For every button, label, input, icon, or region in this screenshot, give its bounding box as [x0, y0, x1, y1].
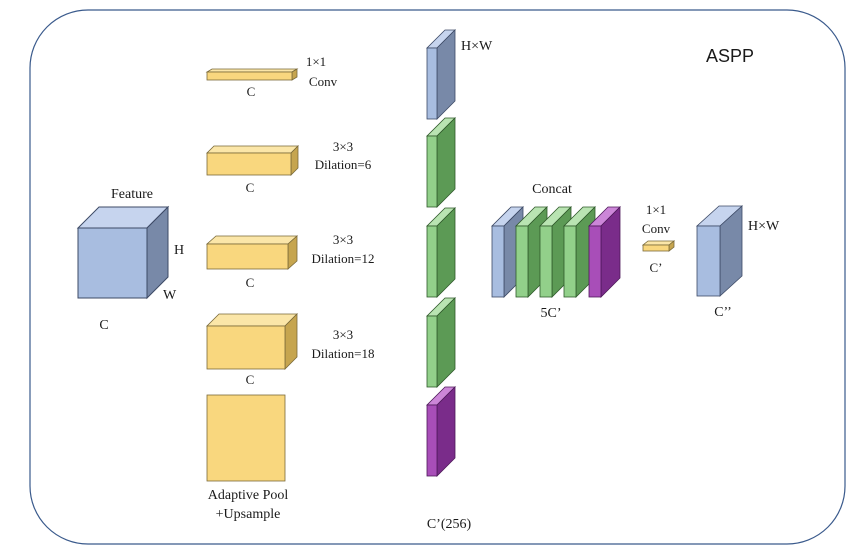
concat-stack	[491, 206, 621, 298]
branch-2-channel-label: C	[246, 180, 255, 195]
branch-dilation-12-block	[205, 235, 299, 270]
result-front	[696, 225, 721, 297]
concat-label: Concat	[532, 182, 572, 197]
feature-label: Feature	[111, 187, 153, 202]
result-channel-label: C’’	[714, 305, 732, 320]
projection-op-sub-label: Conv	[642, 221, 671, 236]
feature-height-label: H	[174, 243, 184, 258]
output-slab-green-3	[426, 297, 456, 388]
branch-adaptive-pool-block	[206, 394, 286, 482]
out-3-front	[426, 225, 438, 298]
branch-3-front	[206, 243, 289, 270]
cc-4-front	[563, 225, 577, 298]
branch-2-op-sub-label: Dilation=6	[315, 157, 372, 172]
branch-4-op-label: 3×3	[333, 327, 353, 342]
branch-dilation-6-block	[206, 145, 299, 176]
result-cube	[695, 205, 744, 297]
output-channel-label: C’(256)	[427, 517, 472, 532]
branch-4-top	[206, 313, 298, 327]
branch-dilation-18-block	[206, 313, 298, 370]
branch-1-op-label: 1×1	[306, 54, 326, 69]
cc-3-front	[539, 225, 553, 298]
branch-3-channel-label: C	[246, 275, 255, 290]
projection-channel-label: C’	[650, 260, 663, 275]
output-slab-blue	[426, 29, 456, 120]
branch-4-channel-label: C	[246, 372, 255, 387]
feature-width-label: W	[163, 288, 177, 303]
branch-5-op-line2: +Upsample	[216, 507, 281, 522]
branch-1-front	[206, 71, 293, 81]
output-slab-green-2	[426, 207, 456, 298]
feature-cube-front	[77, 227, 148, 299]
out-5-front	[426, 404, 438, 477]
branch-4-op-sub-label: Dilation=18	[312, 346, 375, 361]
branch-3-op-label: 3×3	[333, 232, 353, 247]
branch-1-top	[205, 68, 299, 73]
concat-channel-label: 5C’	[541, 306, 562, 321]
projection-1x1-block	[641, 240, 676, 252]
output-slab-green-1	[426, 117, 456, 208]
out-1-front	[426, 47, 438, 120]
branch-2-top	[206, 145, 299, 154]
out-2-front	[426, 135, 438, 208]
branch-1x1-conv-block	[205, 68, 299, 81]
branch-4-front	[206, 325, 286, 370]
branch-1-channel-label: C	[247, 84, 256, 99]
aspp-frame	[29, 9, 846, 545]
branch-5-op-line1: Adaptive Pool	[208, 488, 289, 503]
branch-1-op-sub-label: Conv	[309, 74, 338, 89]
diagram-title: ASPP	[706, 46, 754, 66]
branch-2-op-label: 3×3	[333, 139, 353, 154]
output-size-label: H×W	[461, 39, 493, 54]
output-slab-purple	[426, 386, 456, 477]
projection-op-label: 1×1	[646, 202, 666, 217]
branch-2-front	[206, 152, 292, 176]
feature-channel-label: C	[99, 318, 108, 333]
cc-1-front	[491, 225, 505, 298]
branch-3-op-sub-label: Dilation=12	[312, 251, 375, 266]
feature-cube	[76, 205, 170, 300]
concat-slab-purple	[588, 206, 621, 298]
cc-5-front	[588, 225, 602, 298]
proj-front	[642, 244, 670, 252]
result-size-label: H×W	[748, 219, 780, 234]
branch-3-top	[205, 235, 299, 245]
cc-2-front	[515, 225, 529, 298]
out-4-front	[426, 315, 438, 388]
